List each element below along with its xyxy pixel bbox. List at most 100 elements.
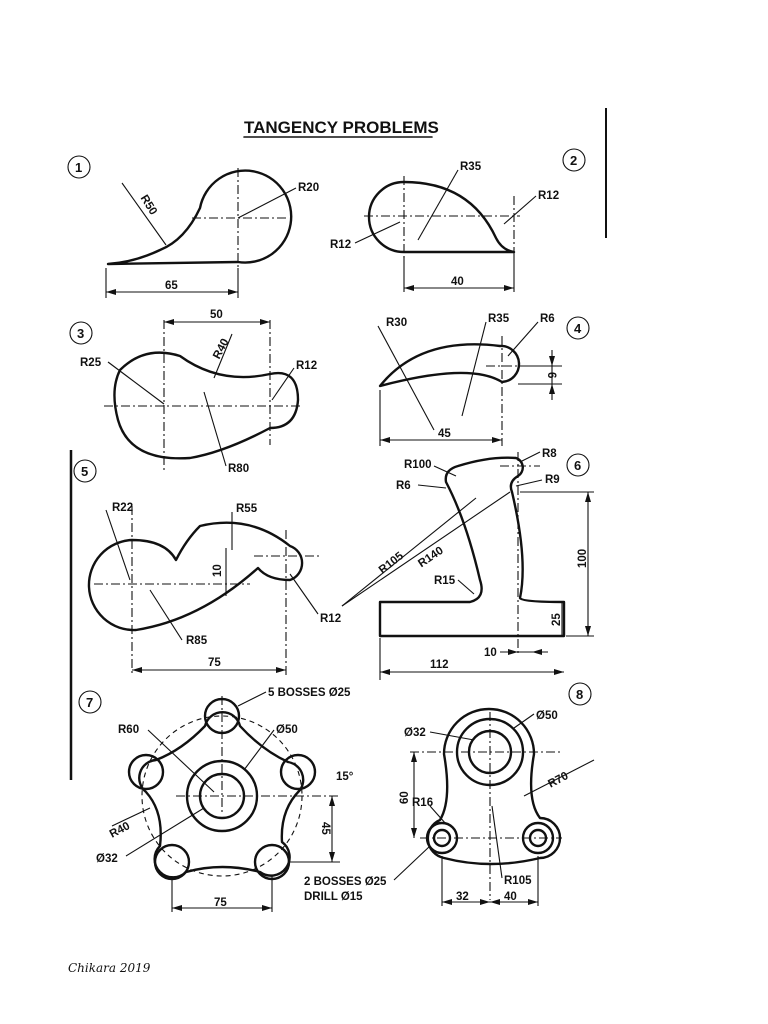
- problem-7: 7 5 BOSSES Ø25 R60 Ø50 15° R40 45 Ø32 75: [78, 687, 354, 912]
- label-r60: R60: [118, 724, 139, 736]
- label-50: 50: [210, 309, 223, 321]
- leader-r22: [105, 509, 131, 581]
- label-o32: Ø32: [96, 853, 118, 865]
- problem-number: 3: [77, 326, 84, 341]
- leader-r85: [149, 589, 183, 641]
- crescent-outline: [378, 343, 521, 388]
- label-r12-left: R12: [330, 239, 351, 251]
- label-r12: R12: [296, 360, 317, 372]
- arrow-head: [329, 852, 335, 862]
- label-65: 65: [165, 280, 178, 292]
- label-r140: R140: [416, 545, 446, 570]
- leader-bosses: [393, 845, 431, 881]
- problem-number-circle: [566, 453, 590, 477]
- label-75: 75: [208, 657, 221, 669]
- label-o32: Ø32: [404, 727, 426, 739]
- label-r30: R30: [386, 317, 407, 329]
- leader-r12-right: [503, 195, 537, 225]
- arrow-head: [172, 905, 182, 911]
- problem-number-circle: [69, 321, 93, 345]
- label-r8: R8: [542, 448, 557, 460]
- leader-o50: [513, 713, 535, 729]
- label-r85: R85: [186, 635, 208, 647]
- problem-number: 6: [574, 458, 581, 473]
- arrow-head: [380, 437, 390, 443]
- problem-1: 1 R50 R20 65: [67, 155, 319, 298]
- arrow-head: [228, 289, 238, 295]
- boss-left: [127, 753, 165, 791]
- leader-r100: [433, 465, 457, 477]
- label-10: 10: [212, 564, 224, 577]
- label-100: 100: [577, 549, 589, 568]
- arrow-head: [411, 752, 417, 762]
- arrow-head: [411, 828, 417, 838]
- problem-5: 5 R22 R55 10 R85 R12 75: [73, 459, 341, 676]
- leader-r20: [237, 187, 297, 219]
- arrow-head: [480, 899, 490, 905]
- leader-r70: [523, 759, 595, 797]
- leader-r12-left: [354, 221, 401, 244]
- label-r22: R22: [112, 502, 133, 514]
- problem-number: 4: [574, 321, 582, 336]
- problem-number: 2: [570, 153, 577, 168]
- problem-number-circle: [73, 459, 97, 483]
- label-r55: R55: [236, 503, 258, 515]
- arrow-head: [508, 649, 518, 655]
- leader-r80: [203, 391, 227, 467]
- problem-2: 2 R35 R12 R12 40: [330, 148, 586, 292]
- problem-number-circle: [562, 148, 586, 172]
- leader-r35: [461, 321, 487, 417]
- problem-number-circle: [67, 155, 91, 179]
- label-r6: R6: [540, 313, 555, 325]
- problem-number-circle: [78, 690, 102, 714]
- leader-r12: [289, 573, 319, 615]
- arrow-head: [404, 285, 414, 291]
- label-r70: R70: [546, 770, 570, 791]
- label-5-bosses: 5 BOSSES Ø25: [268, 687, 351, 699]
- arrow-head: [164, 319, 174, 325]
- label-2-bosses: 2 BOSSES Ø25: [304, 876, 387, 888]
- label-r6: R6: [396, 480, 411, 492]
- label-r16: R16: [412, 797, 433, 809]
- leader-r140: [341, 497, 477, 607]
- leader-o32: [429, 731, 475, 741]
- label-60: 60: [399, 791, 411, 804]
- label-40: 40: [504, 891, 517, 903]
- arrow-head: [380, 669, 390, 675]
- label-r40: R40: [108, 820, 132, 841]
- label-32: 32: [456, 891, 469, 903]
- label-drill: DRILL Ø15: [304, 891, 363, 903]
- arrow-head: [585, 492, 591, 502]
- arrow-head: [262, 905, 272, 911]
- label-r25: R25: [80, 357, 102, 369]
- label-r35: R35: [460, 161, 482, 173]
- label-r20: R20: [298, 182, 319, 194]
- leader-r105: [341, 491, 511, 607]
- label-40: 40: [451, 276, 464, 288]
- arrow-head: [490, 899, 500, 905]
- label-10: 10: [484, 647, 497, 659]
- arrow-head: [528, 899, 538, 905]
- label-r50: R50: [138, 193, 159, 217]
- label-r40: R40: [211, 337, 232, 361]
- arrow-head: [492, 437, 502, 443]
- leader-r60: [147, 729, 215, 793]
- leader-r40: [111, 807, 151, 827]
- label-r9: R9: [545, 474, 560, 486]
- label-r15: R15: [434, 575, 456, 587]
- arrow-head: [554, 669, 564, 675]
- problem-3: 3 50 R25 R40 R12 R80: [69, 309, 317, 475]
- label-r100: R100: [404, 459, 432, 471]
- arrow-head: [549, 384, 555, 394]
- label-45: 45: [438, 428, 451, 440]
- leader-r15: [457, 579, 475, 595]
- arrow-head: [549, 356, 555, 366]
- arrow-head: [442, 899, 452, 905]
- label-r105: R105: [504, 875, 532, 887]
- problem-6: 6 R100 R8 R6 R9 R105 R140 R15 100 25 112: [341, 448, 594, 680]
- label-6: 6: [545, 372, 557, 378]
- label-r12: R12: [320, 613, 341, 625]
- leader-r16: [429, 805, 447, 825]
- star-plate-outline: [138, 711, 305, 879]
